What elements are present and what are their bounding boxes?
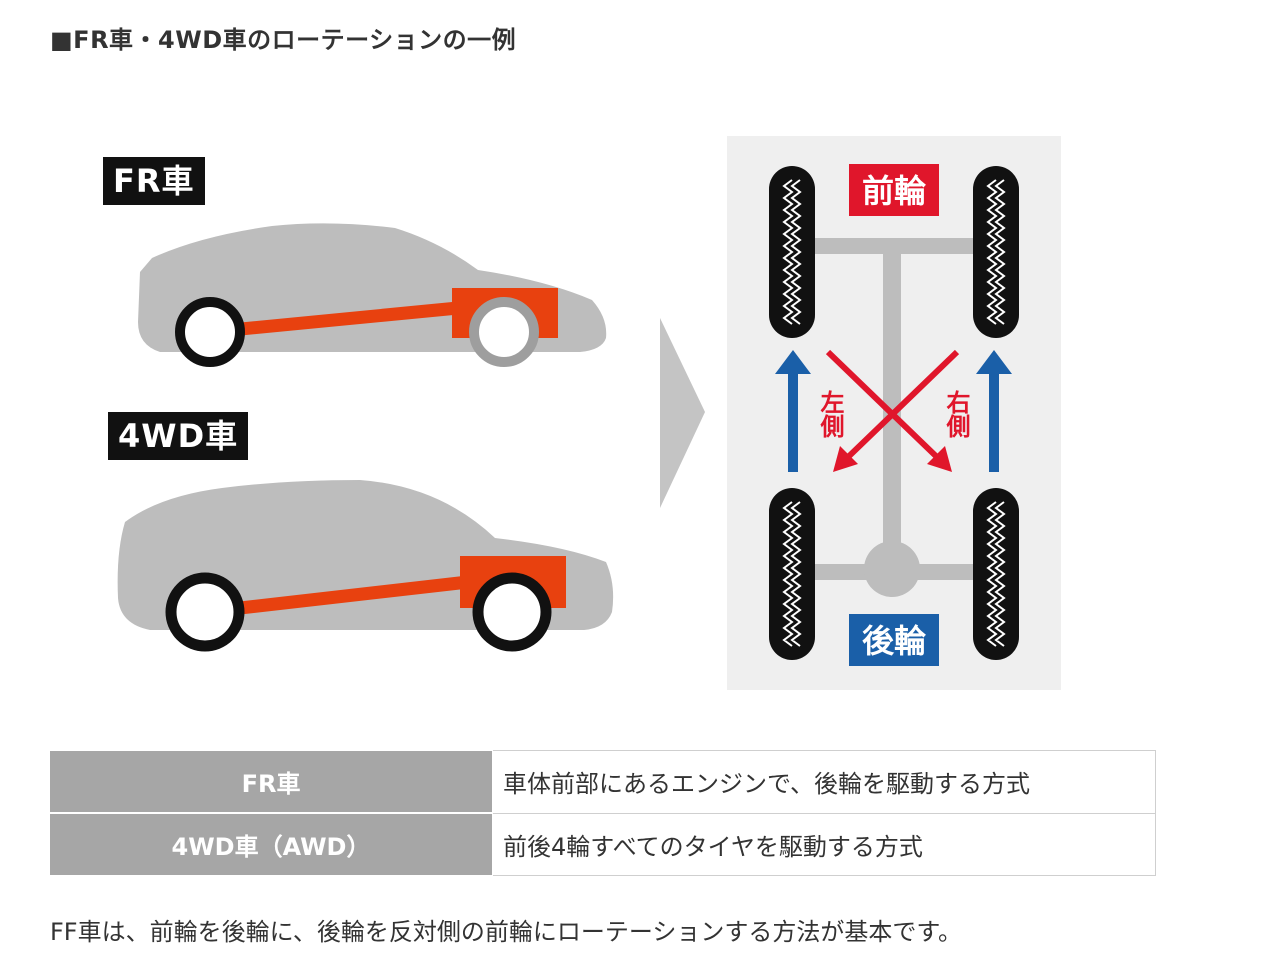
table-row-label: 4WD車（AWD）: [49, 812, 493, 876]
front-label-bg: [849, 164, 939, 216]
table-row-desc: 車体前部にあるエンジンで、後輪を駆動する方式: [492, 750, 1156, 814]
section-heading: ■FR車・4WD車のローテーションの一例: [50, 26, 517, 54]
table-row-label: FR車: [49, 750, 493, 814]
arrow-front-cross-icon: [825, 349, 960, 472]
rear-label-bg: [849, 614, 939, 666]
awd-car-illustration: [117, 480, 614, 652]
fr-driveshaft: [209, 301, 459, 339]
left-label: 左側: [816, 390, 845, 439]
awd-car-tag: 4WD車: [108, 412, 249, 460]
fr-car-tag: FR車: [103, 157, 205, 205]
fr-front-wheel: [175, 297, 245, 367]
tire-rear-right: [973, 488, 1019, 660]
awd-driveshaft: [204, 575, 469, 619]
footnote-text: FF車は、前輪を後輪に、後輪を反対側の前輪にローテーションする方法が基本です。: [50, 918, 963, 946]
differential: [864, 541, 920, 597]
tire-front-right: [973, 166, 1019, 338]
fr-rear-wheel: [469, 297, 539, 367]
fr-car-illustration: [138, 223, 607, 367]
arrow-rear-right-to-front-icon: [976, 350, 1012, 472]
table-row: FR車 車体前部にあるエンジンで、後輪を駆動する方式: [49, 750, 1156, 814]
rotation-diagram: 前輪 後輪 左側 右側: [117, 136, 1061, 690]
rear-label: 後輪: [862, 622, 926, 660]
front-label: 前輪: [862, 172, 926, 210]
tire-rear-left: [769, 488, 815, 660]
drive-type-table: FR車 車体前部にあるエンジンで、後輪を駆動する方式 4WD車（AWD） 前後4…: [49, 750, 1156, 876]
right-label: 右側: [942, 390, 971, 439]
awd-front-wheel: [165, 572, 245, 652]
table-row-desc: 前後4輪すべてのタイヤを駆動する方式: [492, 812, 1156, 876]
awd-rear-wheel: [472, 572, 552, 652]
tire-front-left: [769, 166, 815, 338]
chassis-spine: [883, 238, 901, 578]
transition-arrow-icon: [660, 318, 705, 508]
arrow-rear-left-to-front-icon: [775, 350, 811, 472]
table-row: 4WD車（AWD） 前後4輪すべてのタイヤを駆動する方式: [49, 812, 1156, 876]
